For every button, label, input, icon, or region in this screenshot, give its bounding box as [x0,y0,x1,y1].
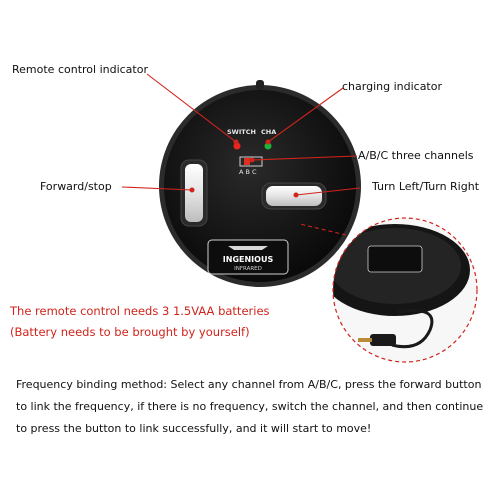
remote-control-image [159,80,361,287]
charger-plug-image [299,217,478,363]
remote-indicator-label: Remote control indicator [12,63,148,76]
subbrand-text: INFRARED [234,266,262,272]
battery-note-line1: The remote control needs 3 1.5VAA batter… [10,304,270,318]
switch-text: SWITCH [227,128,256,136]
cha-text: CHA [261,128,276,136]
battery-note-line2: (Battery needs to be brought by yourself… [10,325,250,339]
charging-indicator-label: charging indicator [342,80,442,93]
charging-led-icon [264,142,272,150]
callout-lines [121,73,361,198]
forward-stop-label: Forward/stop [40,180,112,193]
channels-label: A/B/C three channels [358,149,474,162]
brand-text: INGENIOUS [223,255,274,264]
frequency-binding-text: Frequency binding method: Select any cha… [16,378,484,435]
abc-text: A B C [239,168,257,176]
turn-label: Turn Left/Turn Right [372,180,480,193]
